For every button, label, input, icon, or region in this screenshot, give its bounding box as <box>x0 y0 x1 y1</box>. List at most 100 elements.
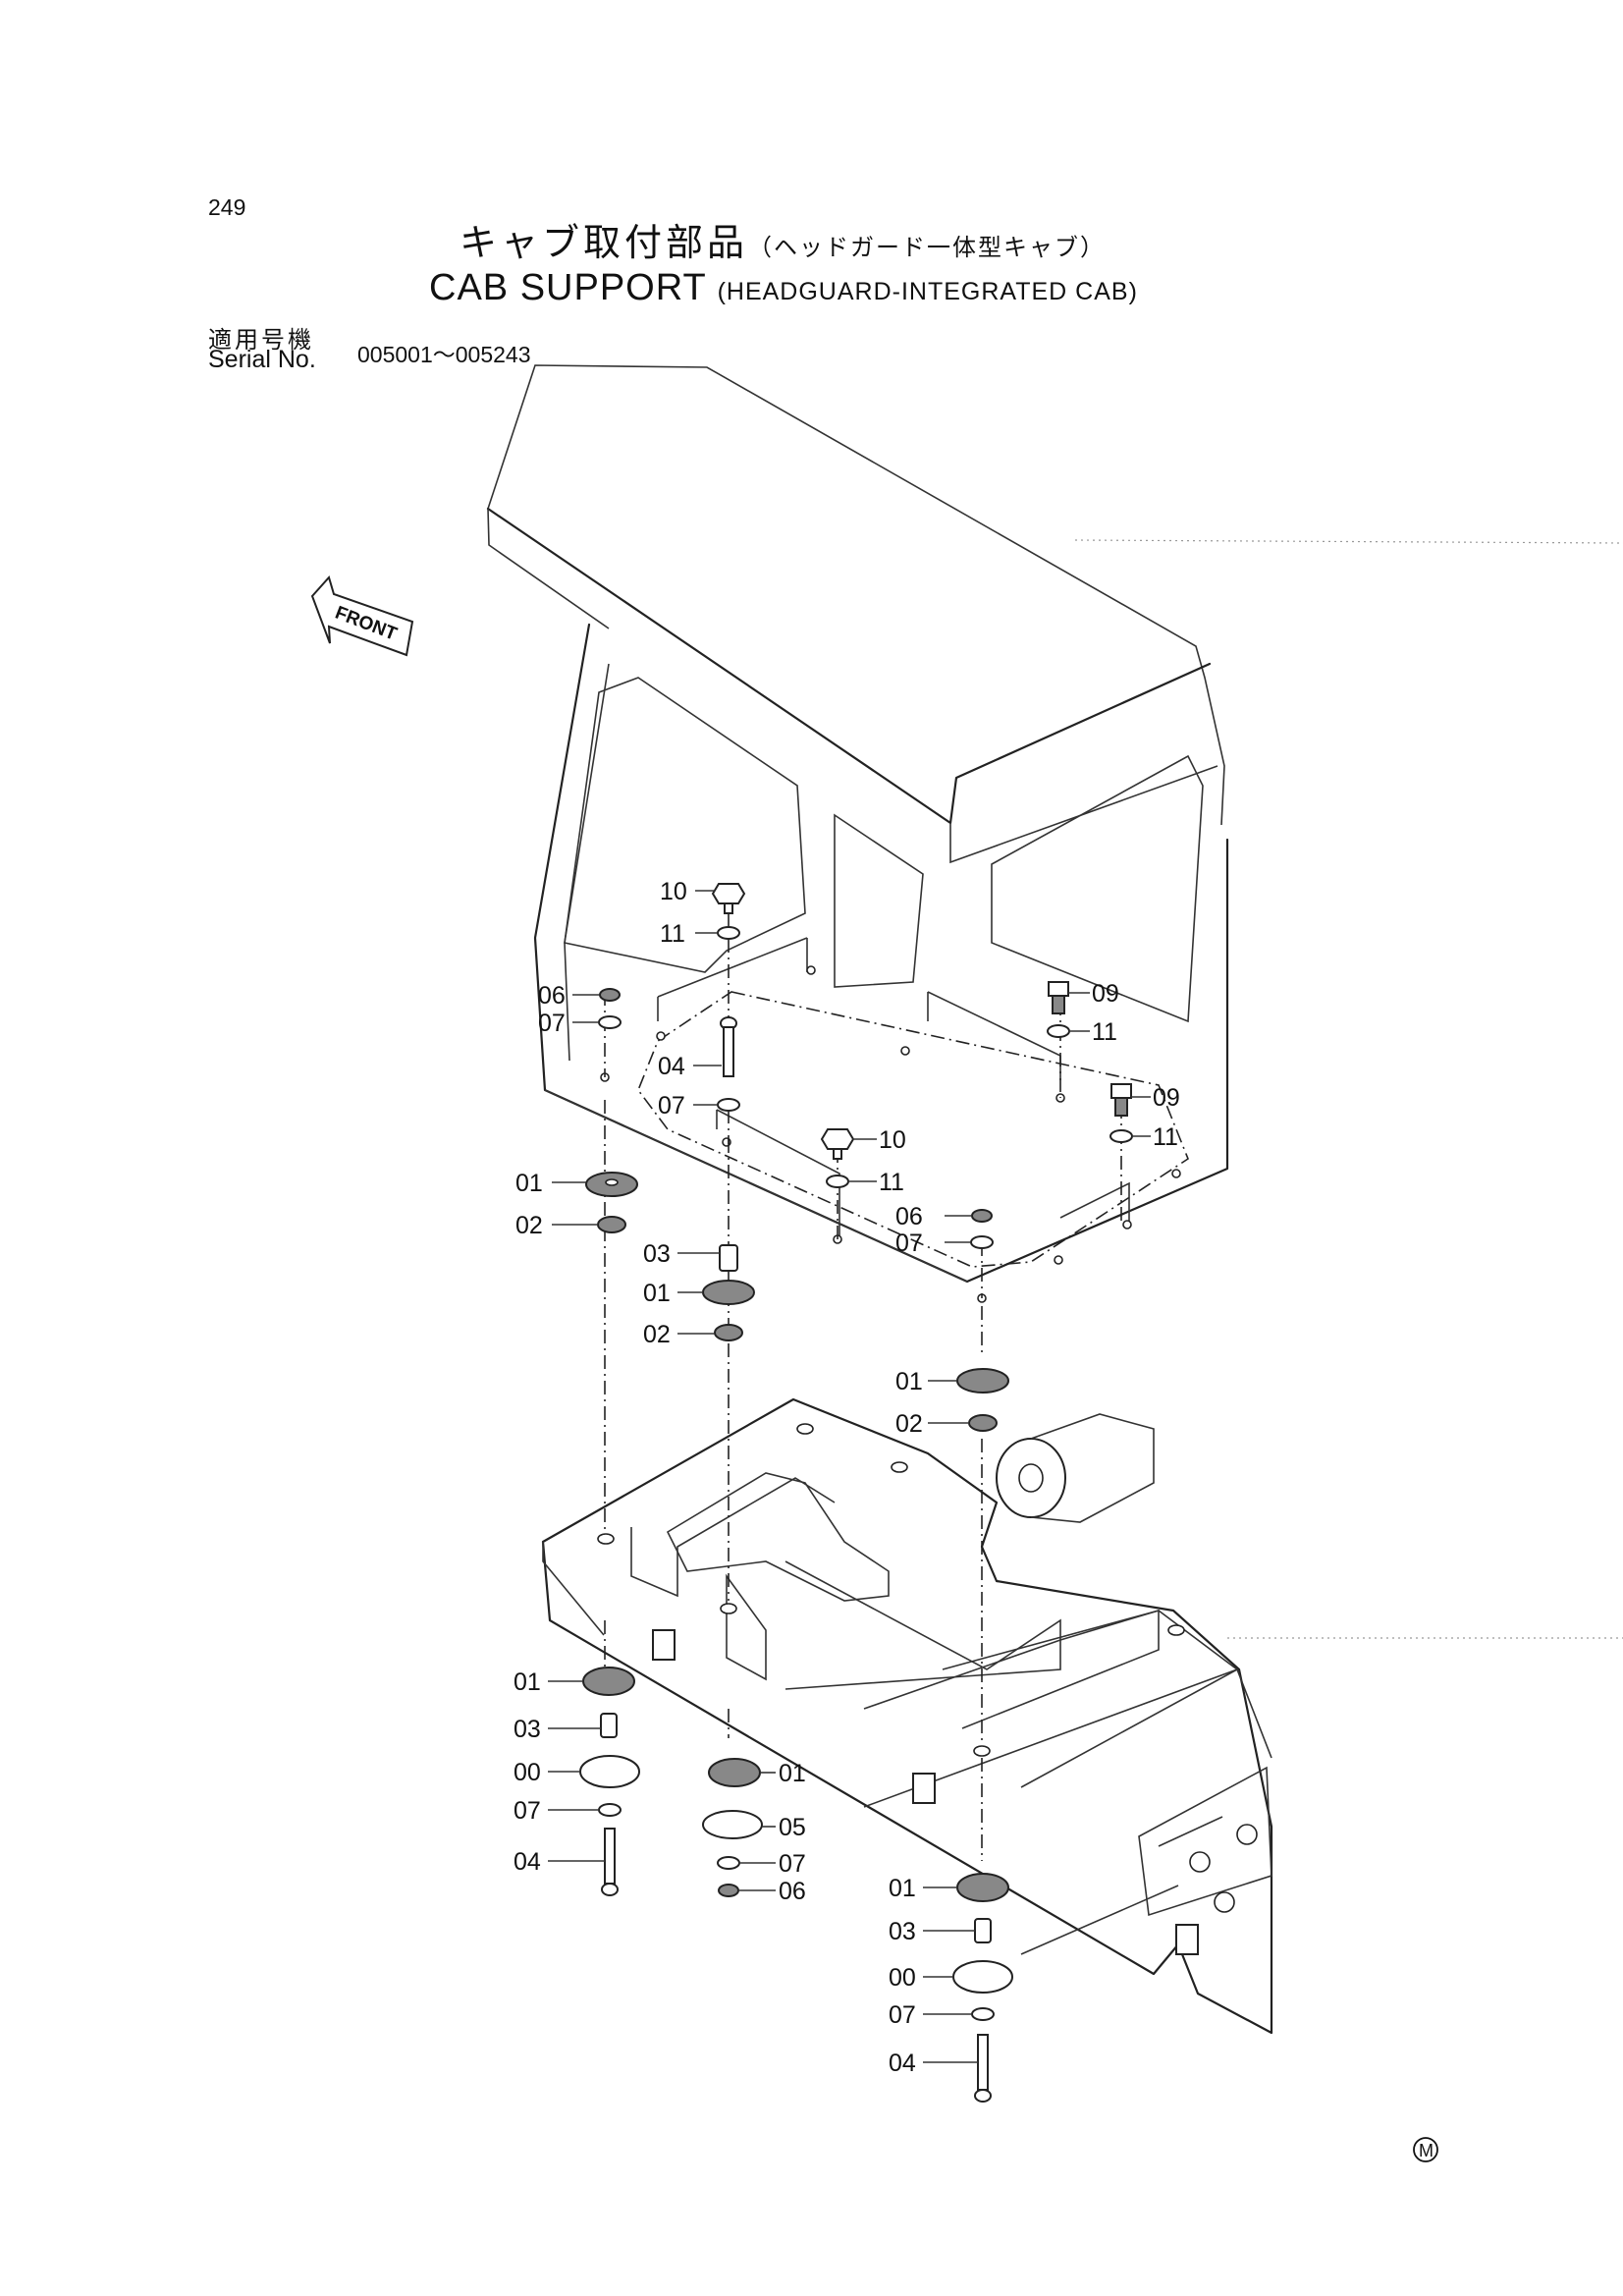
callout-label: 11 <box>660 920 685 948</box>
callout-label: 01 <box>895 1368 923 1395</box>
callout-label: 04 <box>514 1848 541 1876</box>
frame-bracket <box>652 1629 676 1661</box>
frame-roller-band <box>1030 1413 1155 1523</box>
title-japanese-sub: （ヘッドガード一体型キャブ） <box>748 234 1107 261</box>
serial-label-english: Serial No. <box>208 346 316 373</box>
cushion-rubber <box>956 1873 1009 1902</box>
callout-label: 07 <box>538 1010 566 1037</box>
title-english-main: CAB SUPPORT <box>429 267 707 308</box>
cab-roof-lower-edge <box>949 765 1218 864</box>
cab-floor-opening <box>637 991 1189 1268</box>
frame-outline <box>541 1397 1273 2035</box>
bolt-head <box>601 1883 619 1896</box>
callout-label: 04 <box>658 1053 685 1080</box>
washer <box>826 1175 849 1188</box>
plate <box>702 1810 763 1839</box>
callout-label: 07 <box>895 1230 923 1257</box>
cushion-rubber <box>708 1758 761 1787</box>
frame-left-step <box>630 1477 836 1598</box>
collar <box>600 1713 618 1738</box>
title-english-sub: (HEADGUARD-INTEGRATED CAB) <box>717 278 1138 305</box>
frame-lightening-hole <box>1214 1891 1235 1913</box>
frame-rail-inner <box>942 1609 1160 1729</box>
mount-stack-lower-right <box>952 1873 1013 2103</box>
cab-side-window <box>564 677 806 973</box>
mount-stack-lower-left <box>579 1667 640 1896</box>
callout-label: 05 <box>779 1814 806 1841</box>
callout-leaders <box>548 890 1151 2063</box>
scan-guide-line <box>1074 539 1623 544</box>
callout-label: 01 <box>515 1170 543 1197</box>
cushion-rubber <box>956 1368 1009 1394</box>
serial-range: 005001～005243 <box>357 342 531 367</box>
floor-hole <box>1171 1169 1181 1178</box>
spacer <box>714 1324 743 1341</box>
frame-recess <box>666 1472 890 1602</box>
cab-roof-front-edge <box>486 507 1212 825</box>
spacer <box>968 1414 998 1432</box>
callout-label: 03 <box>889 1918 916 1945</box>
upper-frame <box>541 1397 1273 2035</box>
floor-hole <box>806 965 816 975</box>
frame-pad <box>726 1573 767 1681</box>
serial-label-japanese: 適用号機 <box>208 326 314 354</box>
title-english: CAB SUPPORT (HEADGUARD-INTEGRATED CAB) <box>429 267 1138 309</box>
bolt-shank <box>1114 1097 1128 1117</box>
frame-mount-hole <box>1167 1624 1185 1636</box>
washer <box>717 926 740 940</box>
callout-label: 00 <box>514 1759 541 1786</box>
callout-label: 02 <box>643 1321 671 1348</box>
cab-body <box>486 364 1229 1303</box>
bolt-head <box>1110 1083 1132 1099</box>
floor-hole <box>1122 1220 1132 1230</box>
corner-mark: M <box>1413 2137 1438 2162</box>
frame-mount-hole <box>597 1533 615 1545</box>
frame-bracket <box>912 1773 936 1804</box>
cushion-rubber <box>702 1280 755 1305</box>
callout-label: 03 <box>643 1240 671 1268</box>
callout-label: 06 <box>779 1878 806 1905</box>
callout-label: 01 <box>889 1875 916 1902</box>
mount-stack-upper-right <box>956 1368 1009 1432</box>
mount-stack-upper-center <box>702 1244 755 1341</box>
frame-beam-line <box>1158 1816 1223 1847</box>
nut <box>599 988 621 1002</box>
callout-label: 10 <box>660 878 687 905</box>
mounting-axes <box>604 913 1122 1861</box>
callout-label: 11 <box>1092 1018 1117 1046</box>
plate <box>579 1755 640 1788</box>
frame-mount-hole <box>720 1603 737 1614</box>
bolt-shank <box>1052 995 1065 1014</box>
bolt-shank <box>977 2034 989 2091</box>
callout-label: 07 <box>889 2001 916 2029</box>
frame-bracket <box>1175 1924 1199 1955</box>
title-japanese-main: キャブ取付部品 <box>460 221 749 264</box>
frame-mount-hole <box>891 1461 908 1473</box>
floor-hole <box>656 1031 666 1041</box>
callout-numbers: 10 11 06 07 04 07 09 11 09 11 10 11 06 0… <box>514 878 1180 2077</box>
frame-sidebeam <box>1138 1766 1272 1917</box>
washer <box>598 1015 622 1029</box>
cushion-hole <box>605 1178 619 1186</box>
bolt-head <box>974 2089 992 2103</box>
callout-label: 07 <box>658 1092 685 1120</box>
bolt-head <box>820 1128 855 1150</box>
frame-roller-hub <box>1018 1463 1044 1493</box>
title-japanese: キャブ取付部品（ヘッドガード一体型キャブ） <box>460 212 1106 266</box>
callout-label: 06 <box>538 982 566 1010</box>
callout-label: 10 <box>879 1126 906 1154</box>
washer <box>1109 1129 1133 1143</box>
cab-floor-front-edge <box>544 1089 968 1283</box>
frame-mount-hole <box>796 1423 814 1435</box>
floor-hole <box>1054 1255 1063 1265</box>
washer <box>598 1803 622 1817</box>
cab-floor-plate-right <box>927 991 1061 1080</box>
callout-label: 07 <box>514 1797 541 1825</box>
callout-label: 03 <box>514 1716 541 1743</box>
frame-left-edge <box>542 1542 605 1636</box>
cab-roof-outline <box>487 364 1225 826</box>
callout-label: 04 <box>889 2050 916 2077</box>
frame-rear-rail <box>1020 1667 1272 1788</box>
callout-label: 01 <box>514 1668 541 1696</box>
